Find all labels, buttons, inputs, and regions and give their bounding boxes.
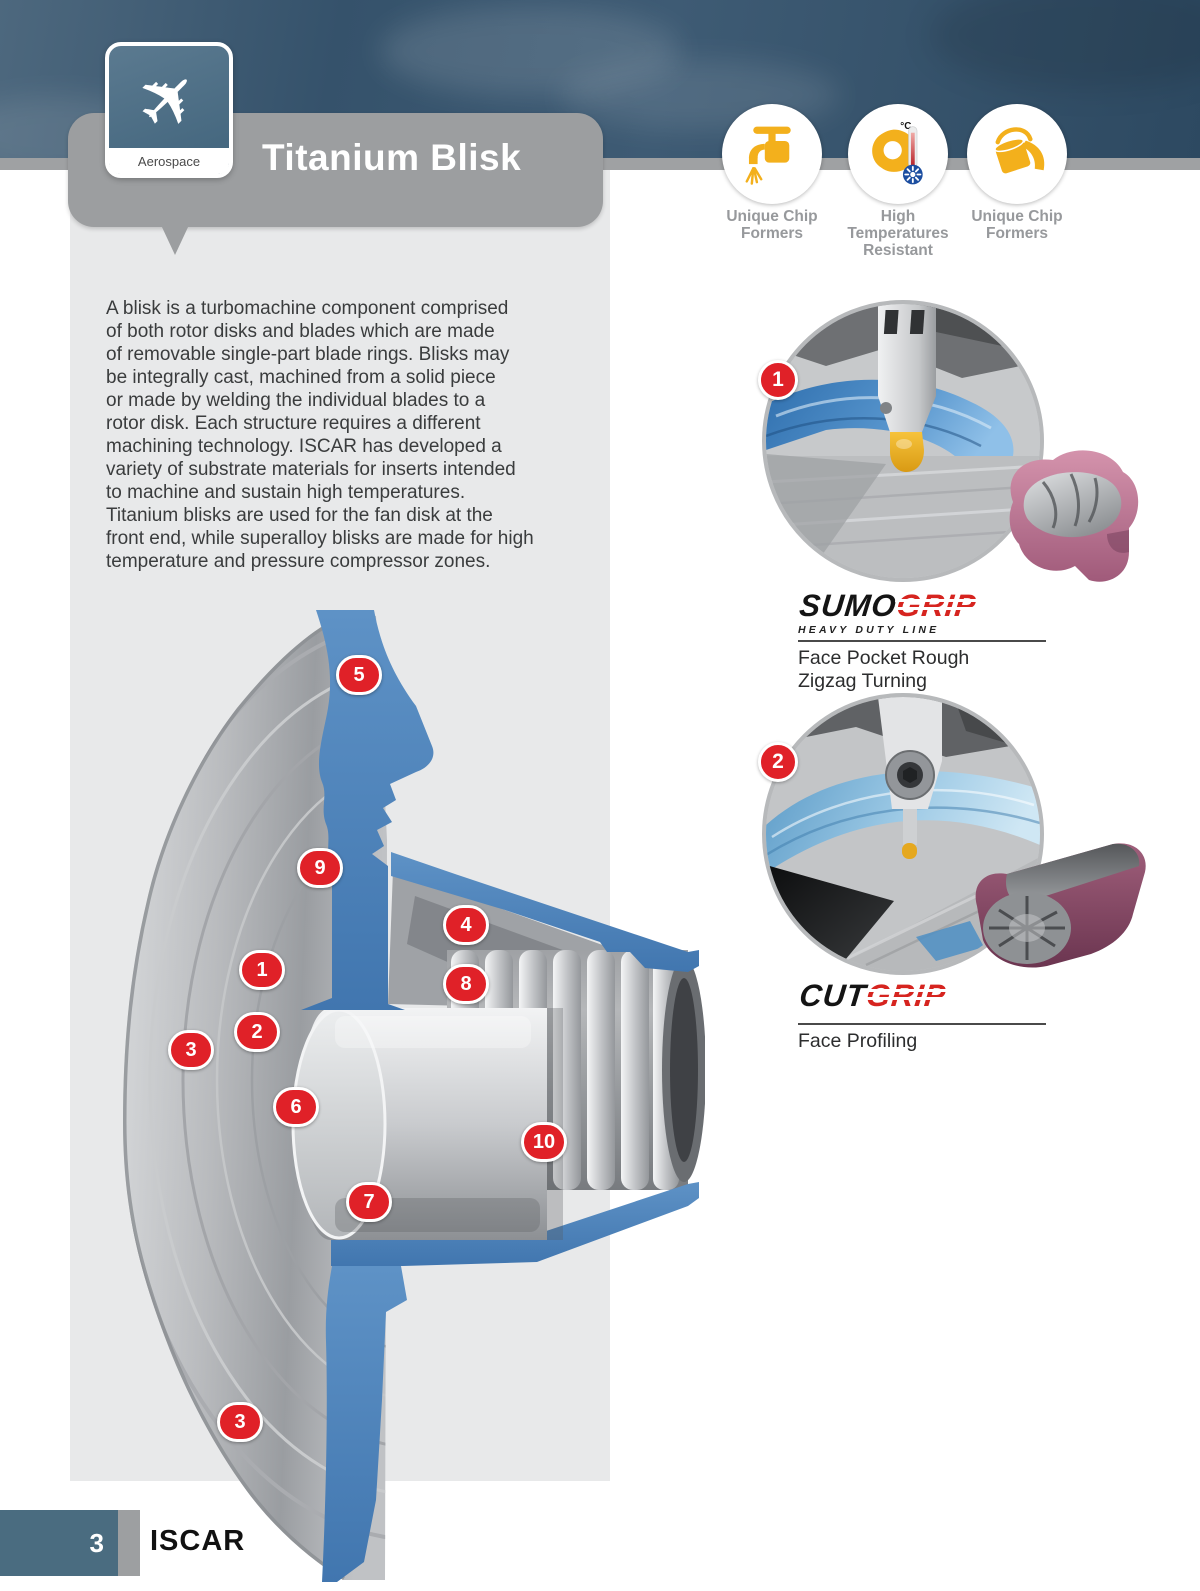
feature-label: Unique Chip Formers	[726, 208, 818, 242]
feature-unique-chip-formers-2: Unique Chip Formers	[932, 104, 1102, 242]
feature-label: Unique Chip Formers	[971, 208, 1063, 242]
feature-circle	[722, 104, 822, 204]
page-title: Titanium Blisk	[262, 137, 522, 178]
machining-scene-2	[766, 697, 1040, 971]
sumogrip-logo: SUMOGRIP	[797, 588, 1063, 623]
step-badge-2: 2	[758, 742, 798, 782]
yellow-insert-tip	[902, 843, 917, 859]
divider-rule	[798, 640, 1046, 642]
cut-edge-flange-top	[391, 852, 699, 972]
divider-rule	[798, 1023, 1046, 1025]
step-badge-1: 1	[758, 360, 798, 400]
brand-red-text: GRIP	[863, 978, 949, 1013]
page-number-bar	[0, 1510, 118, 1576]
aerospace-label-strip: Aerospace	[109, 148, 229, 174]
brand-red-text: GRIP	[894, 588, 980, 623]
hub	[291, 1008, 563, 1240]
page-number-bar-accent	[118, 1510, 140, 1576]
blisk-cross-section-diagram	[123, 610, 705, 1582]
brand-logo-text: ISCAR	[150, 1524, 246, 1557]
sumogrip-insert-image	[1009, 450, 1139, 582]
product-cutgrip: CUTGRIP Face Profiling	[797, 978, 1063, 1053]
cut-edge-rim	[301, 610, 434, 1010]
shaft-bore	[670, 978, 698, 1162]
feature-unique-chip-formers: Unique Chip Formers	[687, 104, 857, 242]
cutgrip-insert-image	[975, 843, 1146, 968]
cutgrip-logo: CUTGRIP	[797, 978, 1063, 1013]
sumogrip-tagline: HEAVY DUTY LINE	[798, 624, 940, 636]
temperature-unit-label: °C	[900, 121, 911, 132]
chip-bucket-icon	[994, 127, 1045, 174]
title-bubble-tail	[161, 225, 189, 255]
turning-tool	[878, 304, 936, 432]
logo-strike-line	[863, 997, 948, 1000]
product-description: Face Profiling	[798, 1030, 918, 1052]
yellow-insert-tip	[890, 432, 924, 472]
cloud-decoration	[930, 0, 1200, 90]
cloud-decoration	[380, 6, 680, 96]
cut-edge-lower-rim	[322, 1266, 407, 1582]
feature-circle	[967, 104, 1067, 204]
cut-edge-flange-bottom	[331, 1182, 699, 1266]
product-description: Face Pocket Rough Zigzag Turning	[798, 647, 970, 692]
aerospace-label: Aerospace	[137, 153, 201, 169]
logo-strike-line	[894, 607, 979, 610]
page-number: 3	[89, 1527, 104, 1558]
brand-black-text: SUMO	[797, 588, 899, 623]
product-sumogrip: SUMOGRIP HEAVY DUTY LINE Face Pocket Rou…	[797, 588, 1063, 692]
brand-black-text: CUT	[797, 978, 869, 1013]
feature-circle: °C	[848, 104, 948, 204]
aerospace-category-tile: ✈ Aerospace	[105, 42, 233, 178]
high-temperature-icon: °C	[872, 121, 923, 185]
disk-ring-texture	[123, 612, 387, 1580]
coolant-faucet-icon	[745, 126, 791, 185]
logo-strike-line	[894, 599, 980, 602]
logo-strike-line	[864, 989, 949, 992]
intro-paragraph: A blisk is a turbomachine component comp…	[106, 298, 534, 572]
feature-label: High Temperatures Resistant	[847, 208, 949, 259]
feature-high-temperatures: °C High Temperatures Resistant	[813, 104, 983, 259]
